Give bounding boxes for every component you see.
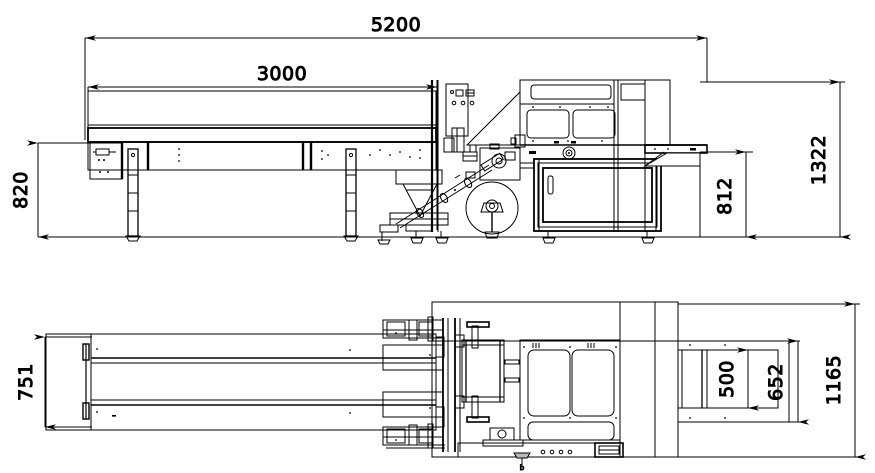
dimension-infeed-height [27, 140, 95, 240]
outfeed-conveyor-plan [677, 340, 790, 423]
infeed-drive-unit-top-plan [382, 316, 444, 342]
outfeed-conveyor-elevation [643, 144, 708, 237]
infeed-conveyor-elevation [87, 90, 437, 180]
infeed-drive-unit-bottom-plan [382, 423, 445, 449]
machine-body-plan [431, 301, 679, 465]
machine-column-elevation [430, 80, 475, 232]
dimension-infeed-width [34, 334, 92, 430]
dimension-label-812: 812 [714, 177, 736, 215]
dimension-label-1322: 1322 [808, 135, 830, 185]
dimension-label-751: 751 [15, 363, 37, 401]
detail-mark-label-b: b [520, 464, 525, 472]
film-carriage-plan [442, 318, 524, 452]
film-reel [465, 181, 519, 239]
dimension-label-820: 820 [10, 171, 32, 209]
film-reel-plan [382, 344, 444, 418]
film-former-triangle [465, 90, 521, 146]
conveyor-leg-1 [125, 148, 141, 242]
dimension-overall-width [678, 301, 866, 460]
conveyor-leg-2 [343, 148, 359, 242]
infeed-conveyor-plan [45, 333, 445, 431]
dimension-infeed-length [87, 80, 438, 230]
dimension-label-652: 652 [765, 363, 787, 401]
dimension-label-5200: 5200 [371, 14, 421, 36]
dimension-label-500: 500 [716, 360, 738, 398]
dimension-label-3000: 3000 [257, 63, 307, 85]
machine-lower-cabinet [533, 158, 662, 244]
dimension-overall-length [84, 35, 708, 140]
dimension-label-1165: 1165 [823, 355, 845, 405]
film-path-rollers [395, 152, 505, 229]
